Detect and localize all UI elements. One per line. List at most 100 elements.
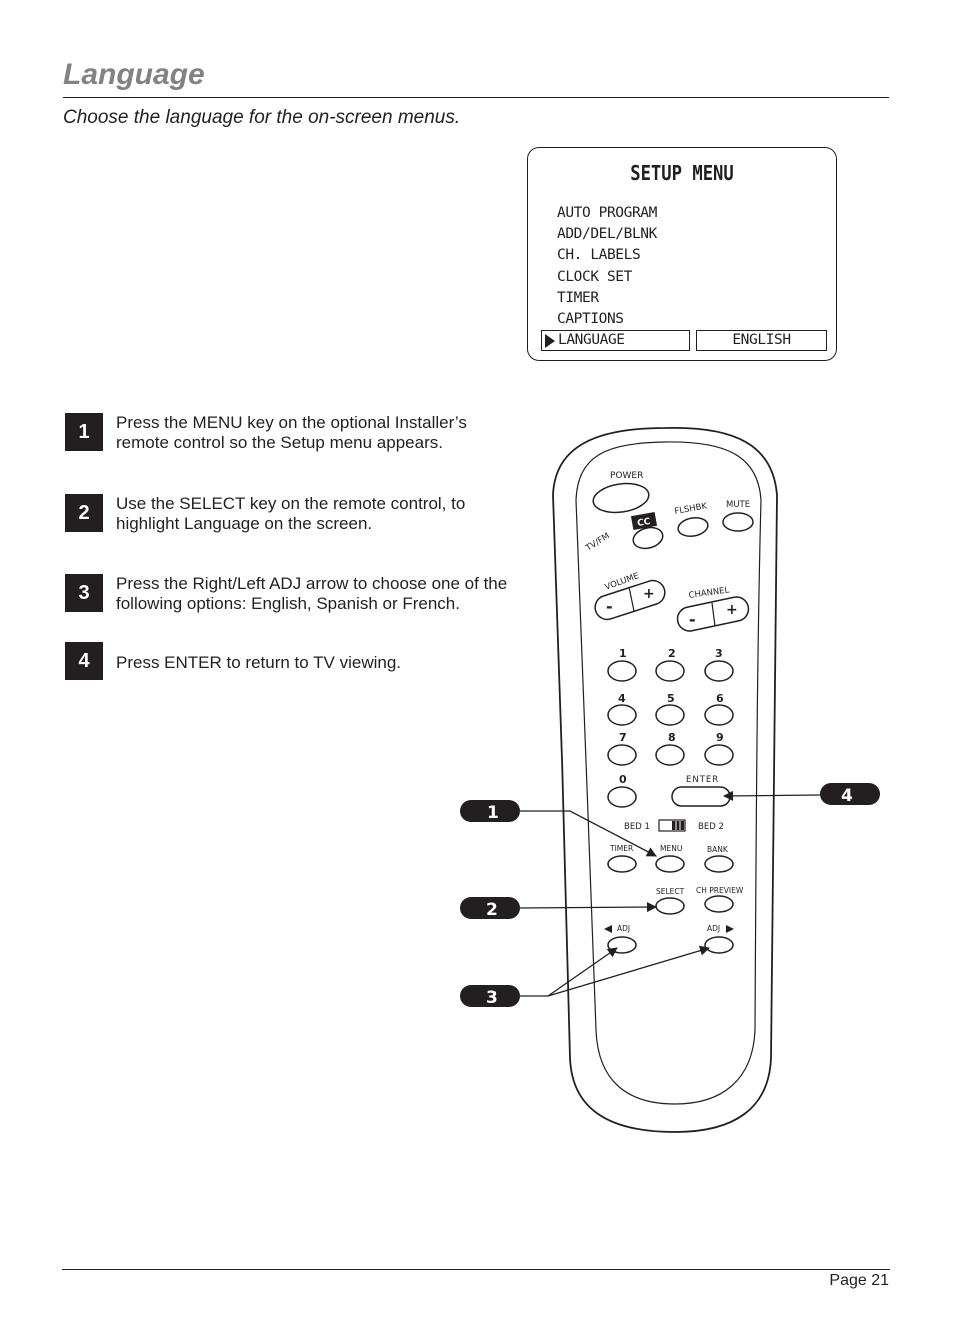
bank-label: BANK — [707, 845, 729, 854]
power-label: POWER — [610, 471, 643, 481]
enter-button[interactable] — [671, 786, 731, 807]
step-number: 4 — [65, 642, 103, 680]
digit-6-label: 6 — [716, 692, 724, 705]
selection-arrow-icon — [545, 334, 555, 348]
bed-switch-knob — [672, 821, 684, 830]
page-number: Page 21 — [829, 1272, 889, 1289]
step-number: 3 — [65, 574, 103, 612]
digit-2-button[interactable] — [655, 660, 685, 682]
callout-4-pill — [820, 783, 880, 805]
digit-1-label: 1 — [619, 647, 627, 660]
bed1-label: BED 1 — [624, 822, 650, 832]
adj-right-button[interactable] — [704, 936, 734, 954]
digit-8-label: 8 — [668, 731, 676, 744]
digit-9-label: 9 — [716, 731, 724, 744]
callout-4-number: 4 — [841, 786, 853, 806]
adj-right-label: ADJ — [707, 924, 720, 933]
callout-1-pill — [460, 800, 520, 822]
page-title: Language — [63, 58, 205, 91]
volume-divider — [628, 586, 635, 612]
menu-label: MENU — [660, 844, 682, 853]
mute-button[interactable] — [722, 512, 754, 532]
language-value: ENGLISH — [696, 330, 827, 351]
step-number: 1 — [65, 413, 103, 451]
step-text: Press the Right/Left ADJ arrow to choose… — [116, 574, 508, 613]
menu-item: AUTO PROGRAM — [557, 205, 657, 221]
digit-4-button[interactable] — [607, 704, 637, 726]
callout-3-leader-left — [547, 947, 618, 997]
volume-plus: + — [643, 586, 655, 602]
channel-plus: + — [726, 602, 738, 618]
power-button[interactable] — [591, 480, 650, 516]
page-subtitle: Choose the language for the on-screen me… — [63, 107, 461, 128]
bed-switch[interactable] — [658, 819, 686, 832]
digit-1-button[interactable] — [607, 660, 637, 682]
step-text: Use the SELECT key on the remote control… — [116, 494, 466, 533]
digit-5-button[interactable] — [655, 704, 685, 726]
flshbk-button[interactable] — [677, 516, 710, 539]
volume-minus: - — [606, 597, 613, 616]
digit-9-button[interactable] — [704, 744, 734, 766]
language-item-box: LANGUAGE — [541, 330, 690, 351]
ch-preview-button[interactable] — [704, 895, 734, 913]
callout-2-number: 2 — [486, 900, 498, 920]
callout-3-leader-right — [547, 945, 710, 997]
cc-label-bg — [630, 512, 658, 530]
language-item-label: LANGUAGE — [558, 332, 625, 348]
select-button[interactable] — [655, 897, 685, 915]
language-row: LANGUAGE ENGLISH — [541, 330, 827, 351]
volume-rocker[interactable] — [592, 577, 668, 622]
timer-button[interactable] — [607, 855, 637, 873]
callout-3-number: 3 — [486, 988, 498, 1008]
channel-label: CHANNEL — [688, 585, 730, 601]
tvfm-label: TV/FM — [583, 531, 611, 554]
callout-1-leader — [520, 810, 657, 857]
step-text: Press the MENU key on the optional Insta… — [116, 413, 467, 452]
digit-4-label: 4 — [618, 692, 626, 705]
digit-7-button[interactable] — [607, 744, 637, 766]
setup-menu-title: SETUP MENU — [630, 161, 734, 185]
step-text: Press ENTER to return to TV viewing. — [116, 653, 402, 672]
bank-button[interactable] — [704, 855, 734, 873]
remote-body-outline — [552, 427, 778, 1133]
title-rule — [63, 97, 889, 98]
digit-7-label: 7 — [619, 731, 627, 744]
digit-5-label: 5 — [667, 692, 675, 705]
menu-button[interactable] — [655, 855, 685, 873]
tvfm-button[interactable] — [631, 524, 665, 551]
digit-2-label: 2 — [668, 647, 676, 660]
digit-8-button[interactable] — [655, 744, 685, 766]
menu-item: CAPTIONS — [557, 310, 624, 327]
digit-3-button[interactable] — [704, 660, 734, 682]
digit-0-button[interactable] — [607, 786, 637, 808]
cc-label: CC — [637, 517, 652, 529]
setup-menu-screen: SETUP MENU AUTO PROGRAM ADD/DEL/BLNK CH.… — [527, 147, 837, 361]
adj-left-arrow-icon — [604, 925, 612, 933]
callout-3-pill — [460, 985, 520, 1007]
channel-minus: - — [689, 610, 696, 629]
footer-rule — [62, 1269, 890, 1270]
setup-menu-list: AUTO PROGRAM ADD/DEL/BLNK CH. LABELS CLO… — [557, 203, 657, 330]
adj-right-arrow-icon — [726, 925, 734, 933]
channel-divider — [711, 602, 716, 627]
bed2-label: BED 2 — [698, 822, 724, 832]
digit-6-button[interactable] — [704, 704, 734, 726]
callout-4-leader — [723, 790, 821, 801]
ch-preview-label: CH PREVIEW — [696, 886, 744, 895]
adj-left-label: ADJ — [617, 924, 630, 933]
adj-left-button[interactable] — [607, 936, 637, 954]
callout-2-leader — [519, 902, 657, 913]
select-label: SELECT — [656, 887, 685, 896]
menu-item: TIMER — [557, 289, 599, 306]
menu-item: ADD/DEL/BLNK — [557, 226, 657, 243]
mute-label: MUTE — [726, 500, 750, 510]
timer-label: TIMER — [609, 844, 633, 853]
digit-0-label: 0 — [619, 773, 627, 786]
digit-3-label: 3 — [715, 647, 723, 660]
callout-1-number: 1 — [487, 803, 499, 823]
flshbk-label: FLSHBK — [674, 501, 708, 517]
menu-item: CLOCK SET — [557, 268, 632, 285]
step-number: 2 — [65, 494, 103, 532]
remote-inner-outline — [575, 441, 762, 1105]
